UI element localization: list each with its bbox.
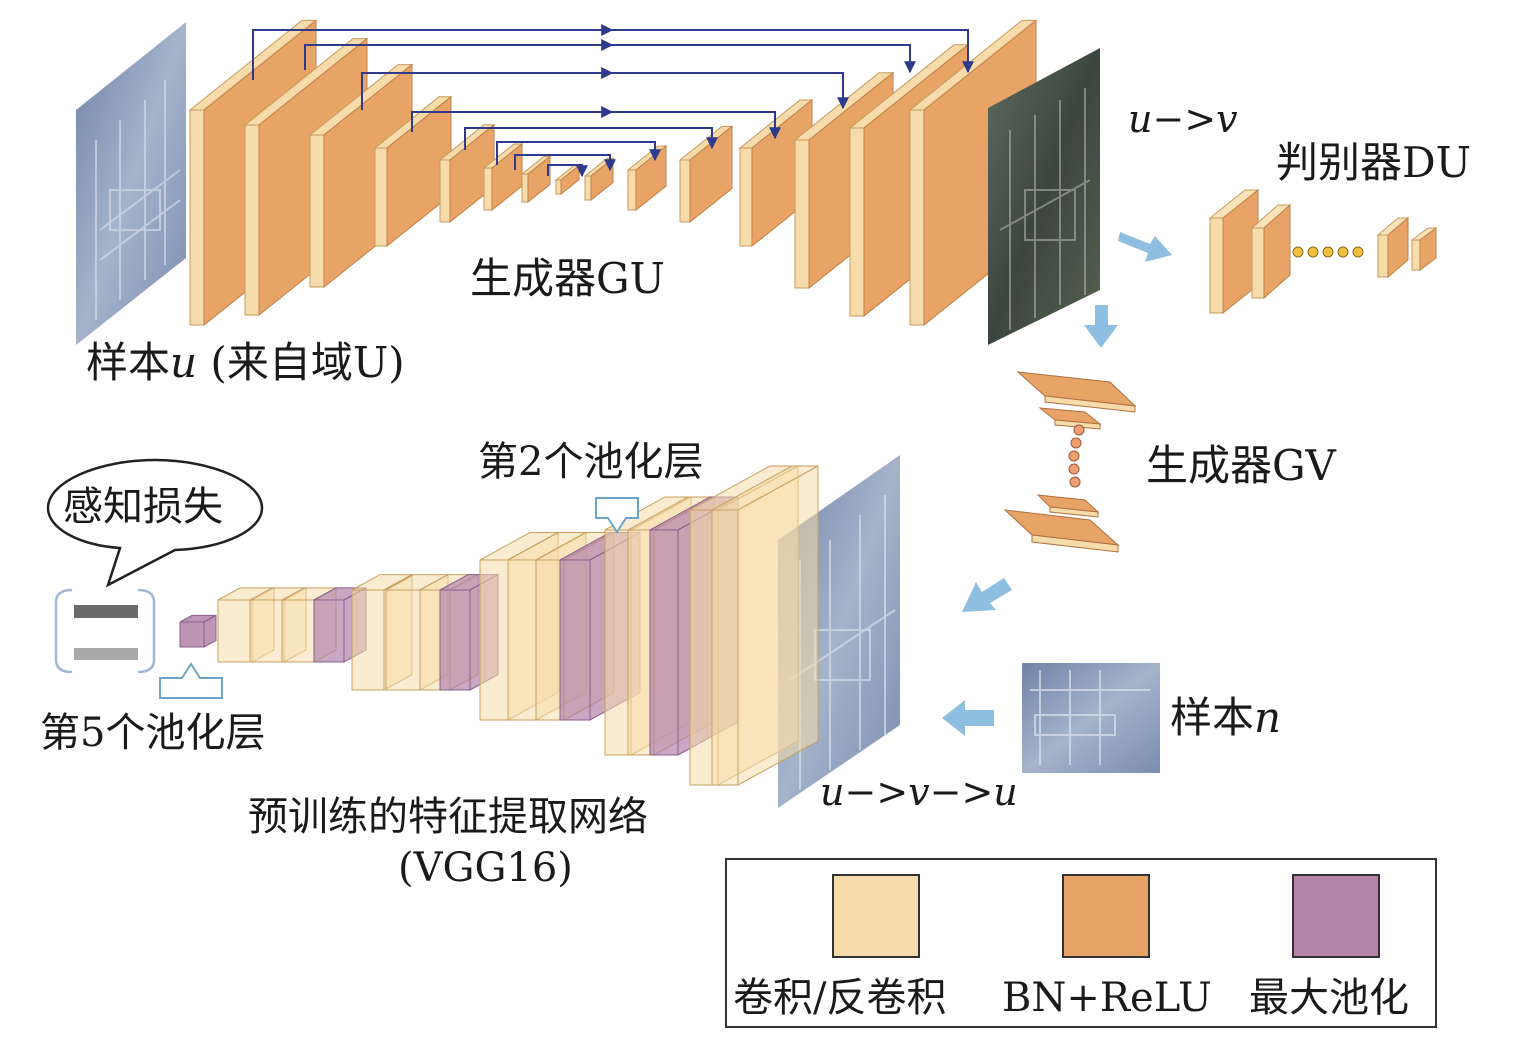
vgg-1-front: [217, 599, 253, 663]
vgg-12-front: [559, 559, 591, 721]
arrow-to-reconstruction: [962, 578, 1012, 612]
vgg-5-front: [351, 589, 385, 691]
vgg-17-side: [737, 465, 819, 786]
legend-swatch-bn-relu: [1062, 874, 1150, 958]
arrow-to-discriminator: [1118, 232, 1172, 262]
gu-conv-dec5-front: [849, 127, 865, 317]
vgg-17-front: [711, 509, 739, 786]
discriminator-du-label: 判别器DU: [1276, 138, 1472, 187]
vgg-9-front: [479, 559, 509, 721]
mapping-uv-label: u−>v: [1128, 97, 1238, 141]
vgg-13-front: [604, 529, 632, 756]
vgg-10-front: [507, 559, 537, 721]
generator-gv-label: 生成器GV: [1146, 441, 1336, 490]
vgg-4-front: [313, 599, 345, 663]
vgg-0-front: [179, 621, 205, 648]
gu-bn-dec2: [689, 125, 733, 224]
feature-net-label-line2: (VGG16): [398, 845, 573, 891]
legend-swatch-conv: [832, 874, 920, 958]
gu-conv-dec1-front: [627, 169, 637, 211]
arrow-to-gv: [1084, 305, 1118, 348]
sample-n-label: 样本n: [1170, 693, 1282, 742]
legend-swatch-pool: [1292, 874, 1380, 958]
gu-bn-enc7: [560, 164, 580, 196]
pool-layer-5-pointer: [159, 662, 223, 699]
gu-bn-enc6: [527, 155, 551, 204]
pool-layer-2-pointer: [595, 497, 639, 534]
perceptual-loss-bubble: [46, 458, 264, 588]
gu-conv-enc2-front: [309, 134, 325, 288]
mapping-uvu-label: u−>v−>u: [820, 770, 1018, 814]
legend-label-bn-relu: BN+ReLU: [1002, 975, 1212, 1021]
gu-conv-enc3-front: [374, 147, 388, 247]
flow-arrows: [942, 232, 1172, 736]
sample-u-label: 样本u (来自域U): [86, 338, 405, 387]
legend: 卷积/反卷积 BN+ReLU 最大池化: [725, 858, 1437, 1028]
gu-conv-enc5-front: [483, 167, 493, 211]
skip-connection-arrows: [252, 24, 974, 178]
sample-n-image: [1022, 663, 1160, 773]
gu-conv-dec4-front: [794, 139, 810, 289]
pool-layer-5-label: 第5个池化层: [40, 710, 266, 756]
gu-conv-enc6-front: [521, 173, 529, 203]
vgg-0-side: [203, 614, 217, 648]
vgg-8-front: [439, 589, 471, 691]
legend-label-pool: 最大池化: [1249, 975, 1409, 1021]
gu-conv-enc1-front: [244, 124, 260, 316]
feature-net-label-line1: 预训练的特征提取网络: [248, 794, 648, 840]
gu-conv-enc0-front: [189, 109, 205, 326]
perceptual-loss-label: 感知损失: [63, 484, 223, 530]
legend-label-conv: 卷积/反卷积: [733, 975, 947, 1021]
output-uv-image: [988, 48, 1100, 345]
sample-u-image: [76, 22, 186, 345]
vgg-6-front: [385, 589, 421, 691]
loss-comparison-bracket: [54, 588, 156, 674]
pool-layer-2-label: 第2个池化层: [478, 439, 704, 485]
generator-gv-layers: [1003, 371, 1137, 553]
gu-conv-dec2-front: [679, 159, 691, 223]
arrow-from-sample-n: [942, 700, 994, 736]
vgg-3-front: [281, 599, 315, 663]
vgg-2-front: [249, 599, 285, 663]
gu-conv-dec3-front: [739, 147, 753, 247]
vgg-15-front: [649, 529, 679, 756]
discriminator-du-layers: [1208, 188, 1438, 315]
gu-conv-dec6-front: [909, 109, 925, 326]
vgg16-layers: [179, 465, 819, 786]
gu-conv-dec0-front: [584, 175, 592, 201]
generator-gu-label: 生成器GU: [470, 254, 665, 303]
gu-conv-enc4-front: [439, 159, 451, 223]
gu-conv-enc7-front: [555, 179, 562, 195]
